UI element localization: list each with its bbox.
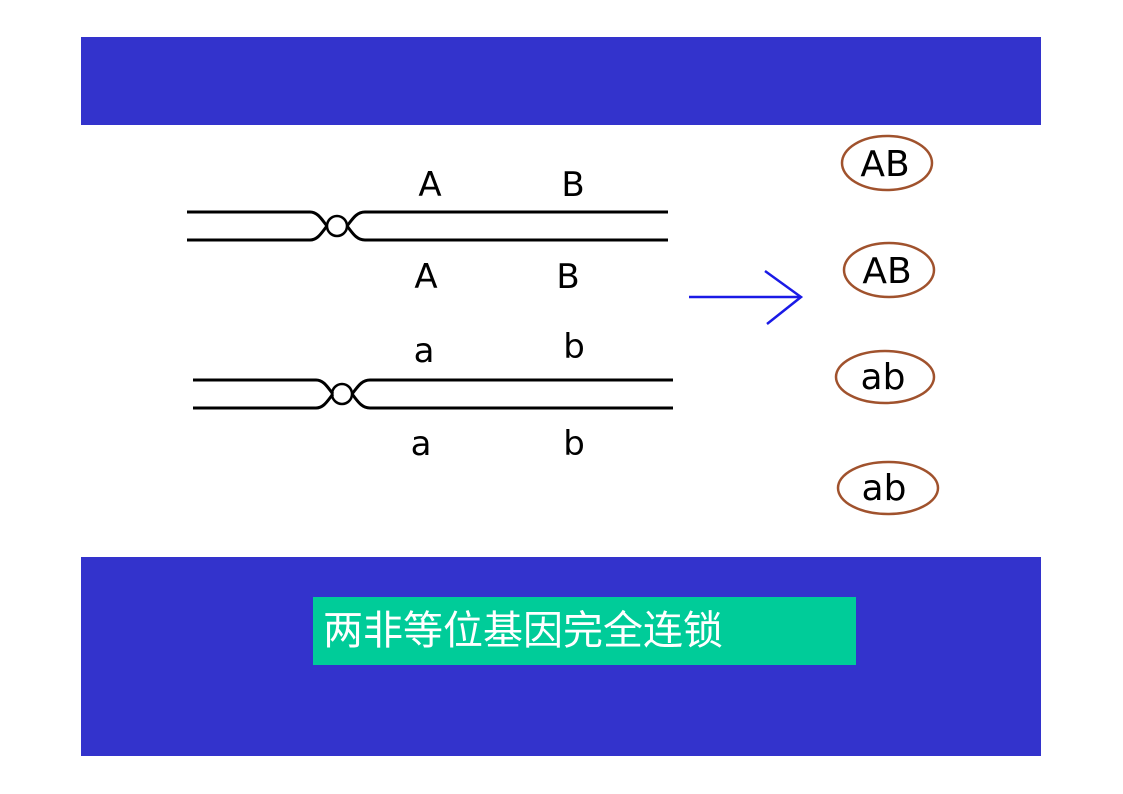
gene-label: B — [556, 257, 579, 297]
top-band — [81, 37, 1041, 125]
gene-label: A — [418, 165, 441, 205]
gamete-4: ab — [836, 460, 940, 516]
gamete-label: ab — [862, 468, 907, 509]
chromatid-1-left-top — [187, 210, 329, 227]
gene-label: B — [561, 165, 584, 205]
chromatid-2-left-top — [193, 378, 335, 395]
gamete-1: AB — [840, 134, 934, 192]
chromatid-2-left-bottom — [193, 393, 335, 410]
arrow-right-icon — [689, 269, 804, 325]
gene-label: b — [563, 327, 585, 367]
centromere-1 — [325, 214, 349, 238]
caption-box: 两非等位基因完全连锁 — [313, 597, 856, 665]
chromatid-1-right-top — [345, 210, 668, 227]
caption-text: 两非等位基因完全连锁 — [323, 608, 723, 654]
gamete-2: AB — [842, 241, 936, 299]
chromosome-pair-2 — [193, 378, 673, 410]
gamete-label: ab — [861, 357, 906, 398]
gene-label: b — [563, 424, 585, 464]
gamete-label: AB — [862, 251, 911, 292]
gene-label: a — [411, 424, 432, 464]
chromosome-pair-1 — [187, 210, 668, 242]
chromatid-1-right-bottom — [345, 225, 668, 242]
chromatid-2-right-top — [350, 378, 673, 395]
chromatid-1-left-bottom — [187, 225, 329, 242]
centromere-2 — [330, 382, 354, 406]
gene-label: a — [414, 331, 435, 371]
gene-label: A — [414, 257, 437, 297]
chromatid-2-right-bottom — [350, 393, 673, 410]
gamete-label: AB — [860, 144, 909, 185]
gamete-3: ab — [834, 349, 936, 405]
